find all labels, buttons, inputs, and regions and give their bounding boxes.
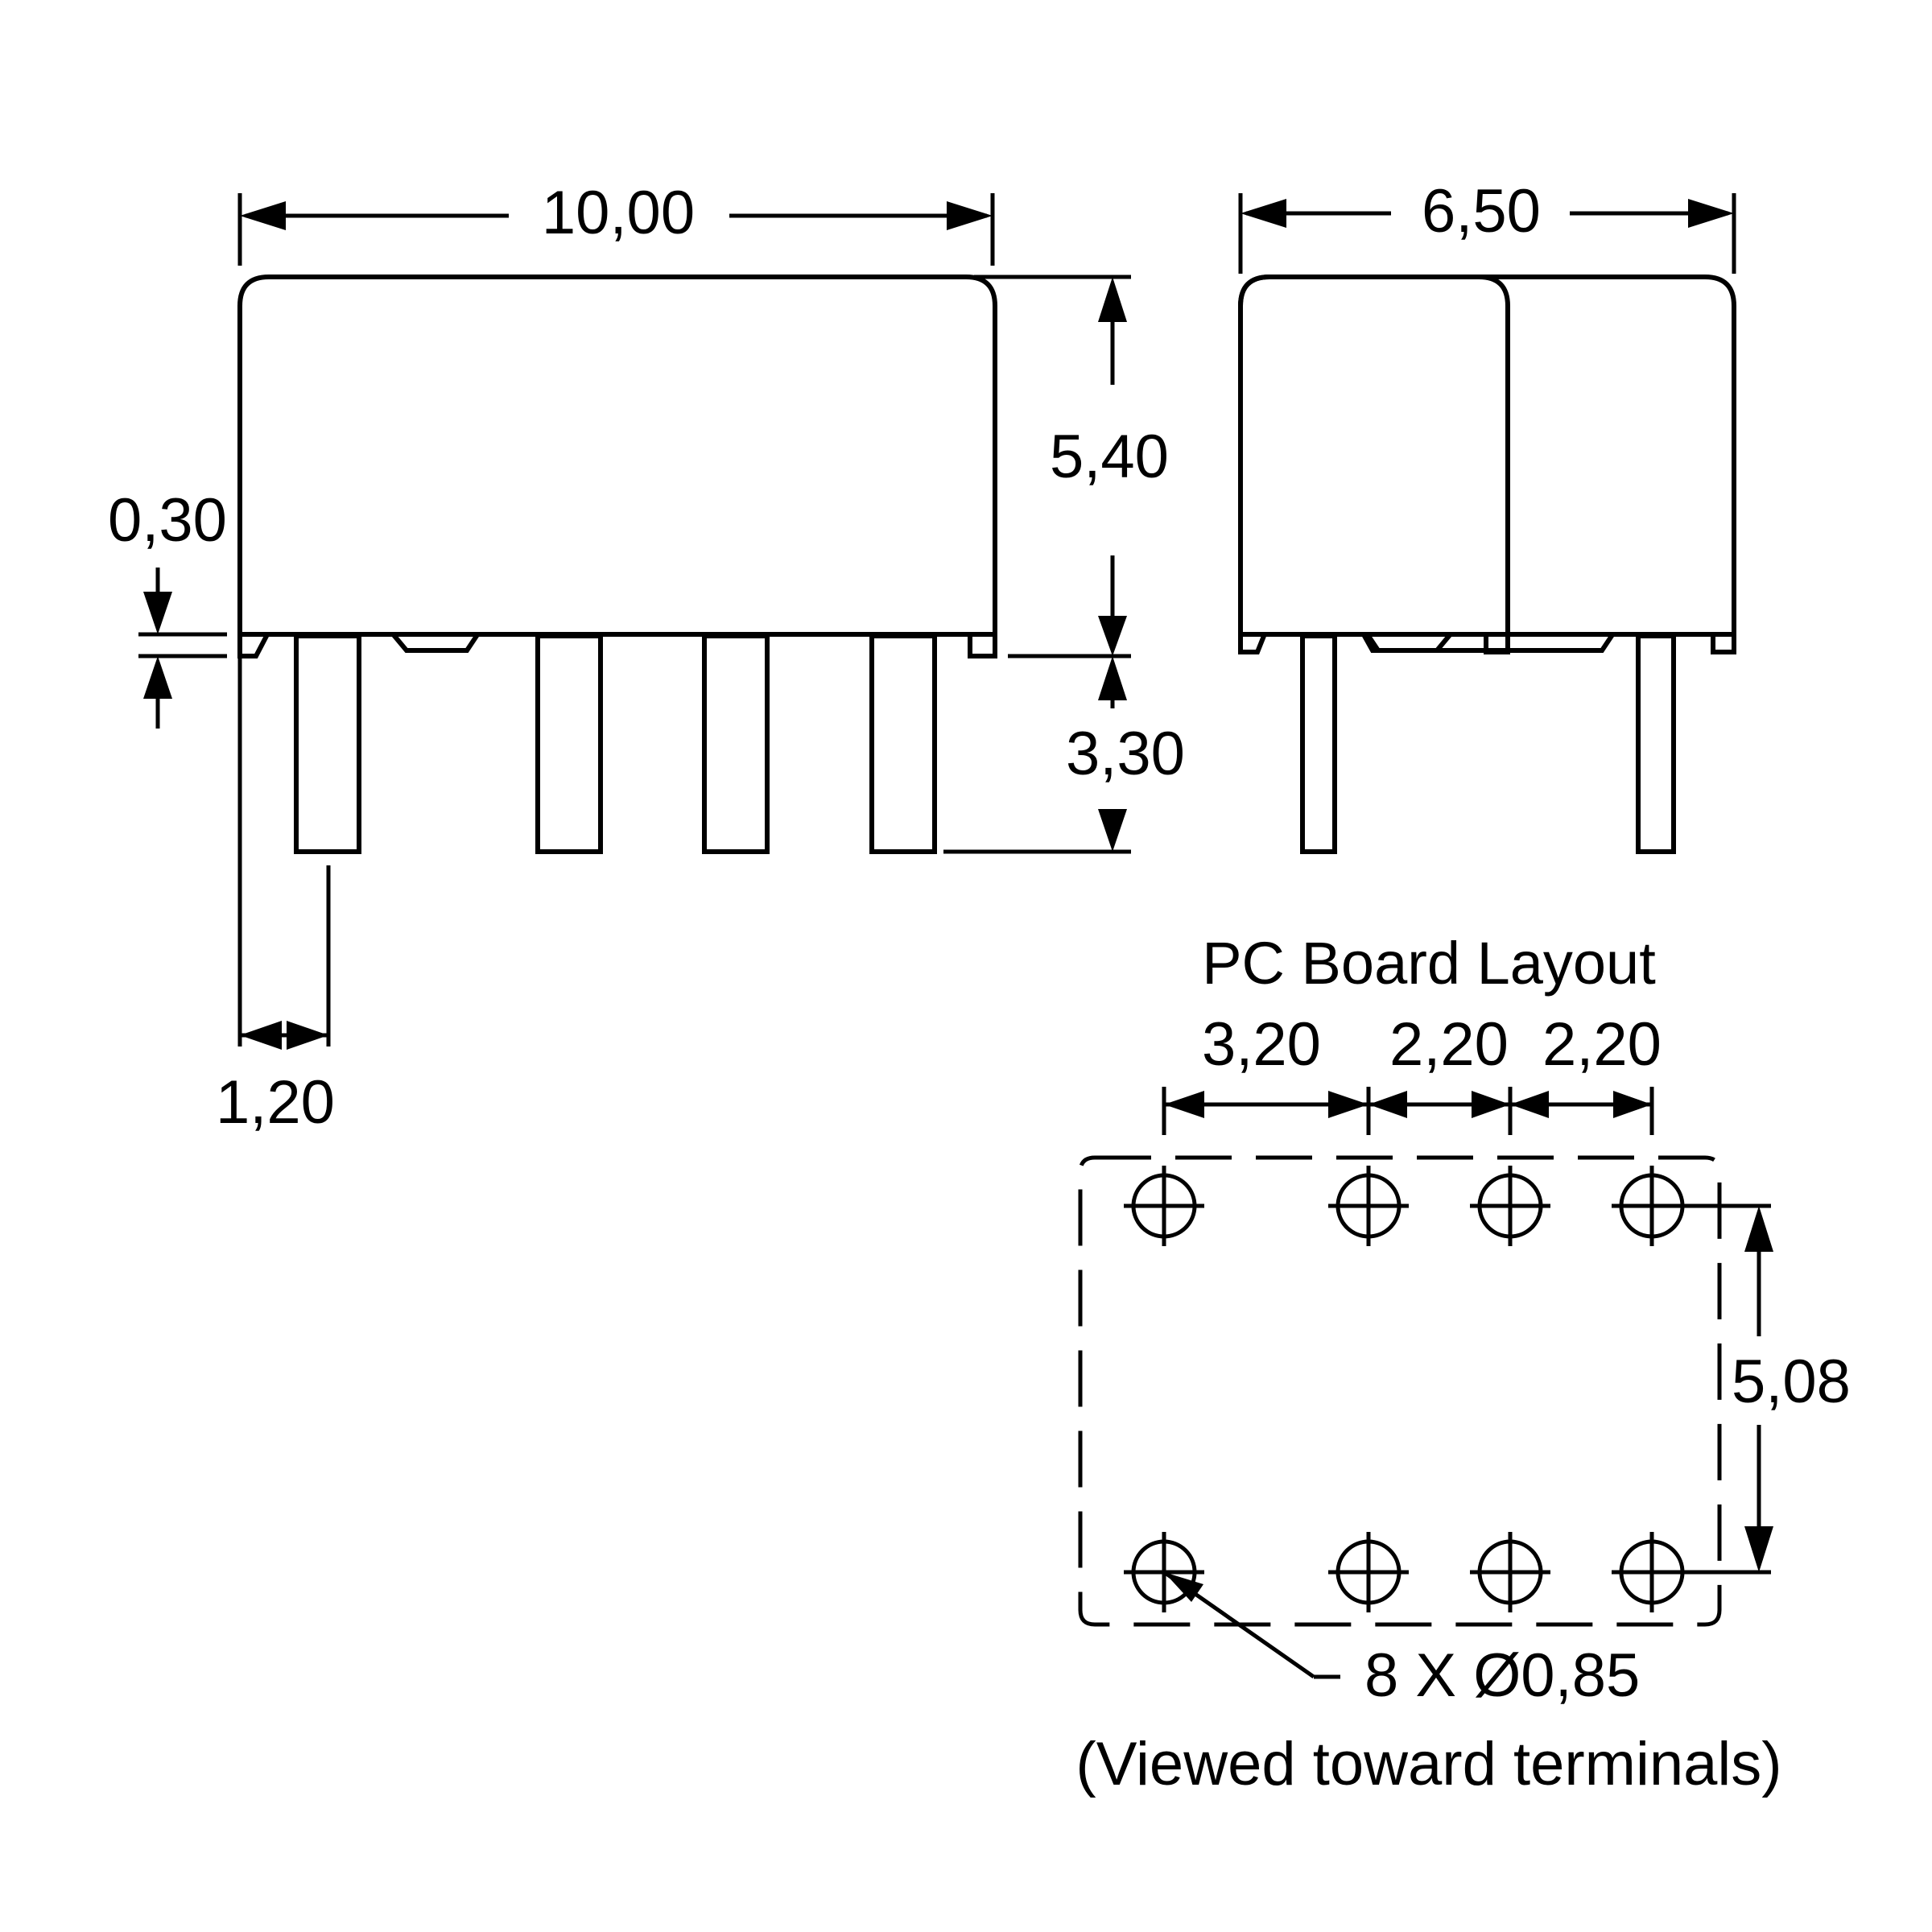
pcb-hole: [1124, 1166, 1204, 1246]
front-standoff-mid: [390, 632, 481, 653]
pcb-hole: [1328, 1532, 1409, 1612]
dim-pcb-row-spacing: 5,08: [1690, 1203, 1851, 1575]
pcb-view-note: (Viewed toward terminals): [1075, 1730, 1781, 1798]
hole-callout-text: 8 X Ø0,85: [1364, 1641, 1640, 1710]
front-pin-4: [869, 634, 937, 854]
side-view-body: [1238, 275, 1736, 654]
pin-length-dim: 3,30: [1066, 720, 1185, 788]
pcb-spacing-dim-3: 2,20: [1542, 1010, 1662, 1079]
front-body-outline: [237, 275, 997, 646]
front-pin-1: [294, 634, 361, 854]
side-pin-2: [1636, 634, 1676, 854]
front-view: [237, 275, 997, 854]
side-body-outline: [1238, 275, 1510, 646]
front-standoff-right: [968, 632, 997, 658]
pin-offset-dim: 1,20: [216, 1068, 335, 1137]
pcb-row-spacing-dim: 5,08: [1732, 1348, 1851, 1416]
dim-front-width: 10,00: [237, 179, 995, 266]
pcb-hole: [1470, 1532, 1550, 1612]
side-width-dim: 6,50: [1422, 177, 1541, 246]
dim-pcb-spacing: 3,20 2,20 2,20: [1162, 1010, 1662, 1135]
front-width-dim: 10,00: [542, 179, 695, 247]
pcb-spacing-dim-1: 3,20: [1202, 1010, 1321, 1079]
dim-pin-offset: 1,20: [216, 656, 335, 1137]
pcb-outline: [1078, 1155, 1722, 1627]
pcb-hole: [1328, 1166, 1409, 1246]
dim-side-width: 6,50: [1238, 177, 1736, 274]
arrow-left: [240, 201, 286, 230]
pcb-hole: [1470, 1166, 1550, 1246]
pcb-layout-title: PC Board Layout: [1202, 930, 1656, 997]
front-height-dim: 5,40: [1050, 423, 1169, 491]
dim-standoff: 0,30: [108, 486, 227, 729]
front-pin-3: [702, 634, 770, 854]
pcb-spacing-dim-2: 2,20: [1389, 1010, 1509, 1079]
pcb-layout: PC Board Layout: [1075, 930, 1851, 1798]
standoff-dim: 0,30: [108, 486, 227, 555]
front-standoff-left: [237, 632, 270, 658]
pcb-hole: [1612, 1532, 1692, 1612]
arrow-right: [947, 201, 993, 230]
dim-front-height: 5,40: [974, 275, 1169, 658]
side-pin-1: [1300, 634, 1337, 854]
pcb-hole: [1612, 1166, 1692, 1246]
hole-callout: 8 X Ø0,85: [1162, 1570, 1640, 1710]
dim-pin-length: 3,30: [943, 656, 1185, 854]
side-view: [1238, 275, 1676, 854]
front-pin-2: [535, 634, 603, 854]
side-standoff-left: [1238, 632, 1267, 654]
